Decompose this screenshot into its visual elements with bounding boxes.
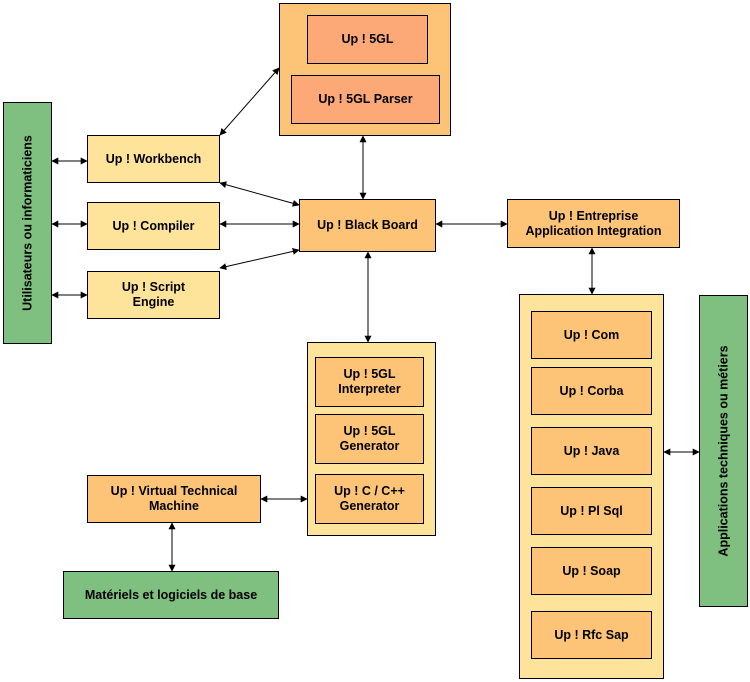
corba-label: Up ! Corba [559,383,624,398]
hardware-label: Matériels et logiciels de base [84,587,258,602]
com-box: Up ! Com [531,311,652,359]
plsql-box: Up ! Pl Sql [531,487,652,535]
5gl-parser-box: Up ! 5GL Parser [291,75,440,124]
workbench-label: Up ! Workbench [105,151,202,166]
vtm-box: Up ! Virtual Technical Machine [87,475,261,523]
com-label: Up ! Com [563,327,620,342]
black-board-label: Up ! Black Board [317,218,418,232]
arrow-script-blackboard [219,247,300,271]
workbench-box: Up ! Workbench [87,135,220,183]
generator-label: Up ! 5GL Generator [339,424,400,453]
plsql-label: Up ! Pl Sql [560,503,623,518]
hardware-box: Matériels et logiciels de base [63,571,279,619]
black-board-box: Up ! Black Board [299,199,436,252]
java-label: Up ! Java [563,443,620,458]
eai-label: Up ! Entreprise Application Integration [525,208,662,238]
users-box: Utilisateurs ou informaticiens [3,102,52,344]
corba-box: Up ! Corba [531,367,652,415]
soap-box: Up ! Soap [531,547,652,595]
c-generator-box: Up ! C / C++ Generator [315,474,424,524]
arrow-workbench-blackboard [219,181,300,207]
5gl-parser-label: Up ! 5GL Parser [318,92,413,106]
soap-label: Up ! Soap [562,563,621,578]
generator-box: Up ! 5GL Generator [315,414,424,464]
interpreter-label: Up ! 5GL Interpreter [338,367,401,396]
users-label: Utilisateurs ou informaticiens [20,135,34,311]
c-generator-label: Up ! C / C++ Generator [334,484,405,513]
rfc-sap-label: Up ! Rfc Sap [554,627,629,642]
vtm-label: Up ! Virtual Technical Machine [110,484,238,513]
compiler-box: Up ! Compiler [87,202,220,250]
apps-label: Applications techniques ou métiers [716,345,730,557]
java-box: Up ! Java [531,427,652,475]
interpreter-box: Up ! 5GL Interpreter [315,357,424,407]
apps-box: Applications techniques ou métiers [699,295,748,607]
compiler-label: Up ! Compiler [112,218,195,233]
eai-box: Up ! Entreprise Application Integration [507,199,680,248]
5gl-box: Up ! 5GL [307,15,428,64]
arrow-workbench-5gl [219,67,280,136]
5gl-label: Up ! 5GL [341,32,394,46]
script-engine-label: Up ! Script Engine [121,280,186,309]
rfc-sap-box: Up ! Rfc Sap [531,611,652,659]
script-engine-box: Up ! Script Engine [87,271,220,319]
